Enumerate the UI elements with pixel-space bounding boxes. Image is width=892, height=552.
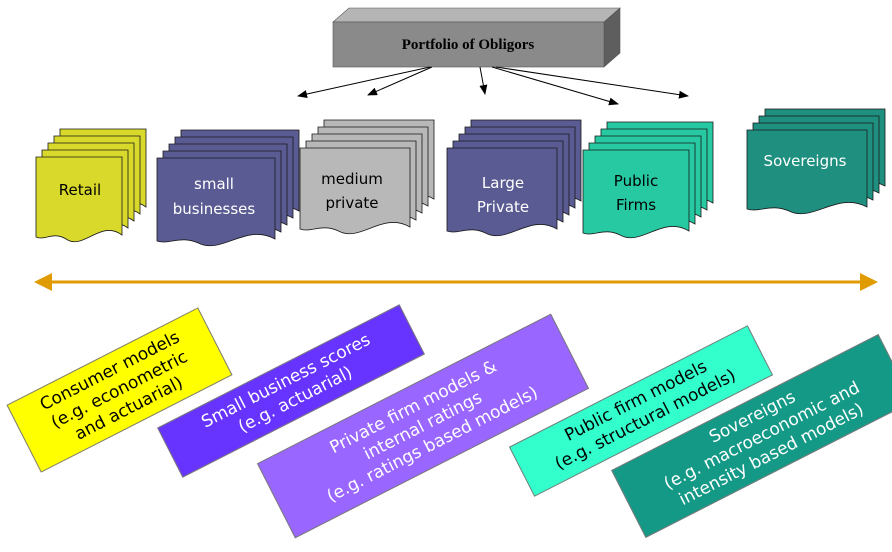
segment-stack-5: Sovereigns	[746, 108, 886, 215]
arrow-to-medium-private	[367, 66, 433, 96]
portfolio-header-box: Portfolio of Obligors	[332, 7, 621, 68]
segment-sheet	[446, 147, 558, 237]
segment-sheet	[35, 156, 123, 243]
arrow-to-public-firms-1	[491, 66, 619, 106]
segment-sheet	[746, 129, 868, 215]
segment-sheet	[156, 157, 276, 247]
segment-label: private	[325, 194, 378, 212]
segment-label: Firms	[616, 196, 656, 214]
arrow-to-public-firms-2	[495, 66, 689, 99]
segment-label: small	[194, 175, 234, 193]
segment-label: businesses	[173, 200, 256, 218]
segment-label: Retail	[59, 181, 101, 199]
segment-sheet	[582, 149, 690, 239]
arrow-to-large-private	[479, 66, 488, 95]
segment-sheet	[299, 147, 411, 235]
segment-label: Private	[477, 198, 529, 216]
segment-label: medium	[321, 170, 383, 188]
header-arrows	[297, 66, 689, 106]
segment-stack-1: small businesses	[156, 129, 300, 247]
segment-label: Large	[482, 174, 524, 192]
segment-label: Public	[614, 172, 658, 190]
segment-axis	[34, 273, 878, 291]
portfolio-title: Portfolio of Obligors	[402, 37, 535, 53]
segment-label: Sovereigns	[764, 152, 847, 170]
arrow-to-small-business	[297, 66, 431, 98]
segment-stack-2: medium private	[299, 119, 435, 235]
segment-stack-0: Retail	[35, 128, 147, 243]
